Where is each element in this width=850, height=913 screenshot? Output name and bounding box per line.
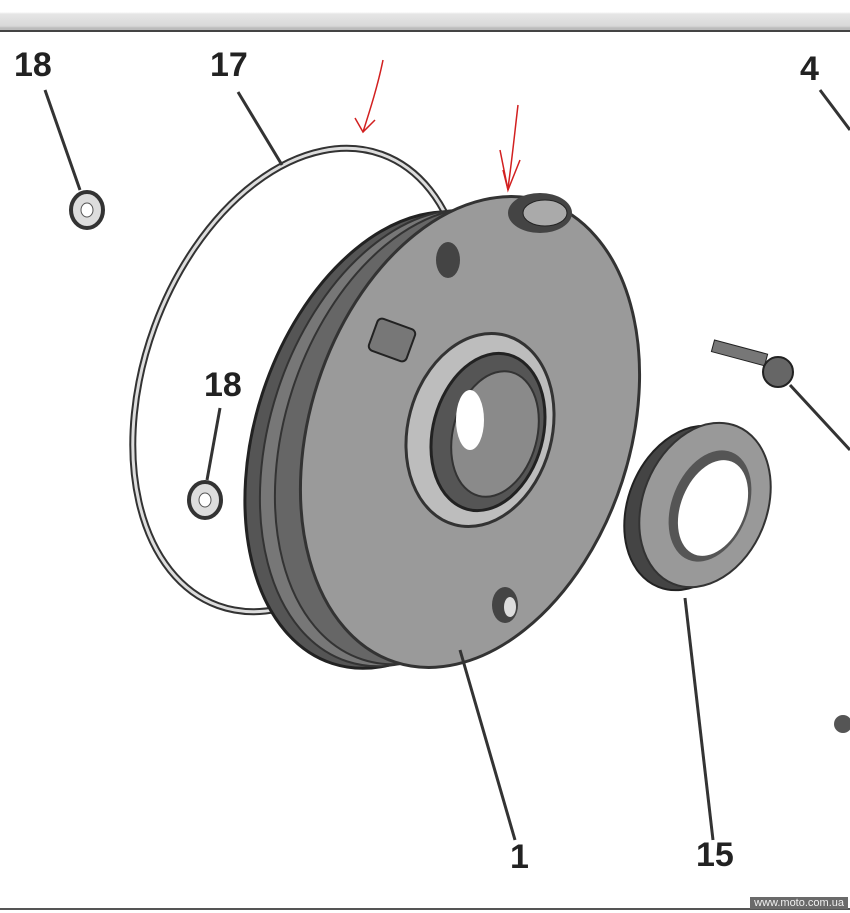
bottom-border — [0, 908, 850, 910]
label-seal: 15 — [696, 836, 734, 874]
label-washer-top: 18 — [14, 46, 52, 84]
annotation-arrows — [354, 59, 521, 193]
flange-body — [243, 193, 642, 670]
watermark: www.moto.com.ua — [750, 897, 848, 909]
scan-top-band — [0, 0, 850, 30]
washer-mid — [187, 480, 223, 520]
washer-top — [69, 190, 105, 230]
bolt — [710, 339, 794, 388]
leader-lines — [43, 89, 850, 841]
label-part-4: 4 — [800, 50, 819, 88]
top-border — [0, 30, 850, 32]
part-fragment — [834, 715, 850, 733]
label-gasket: 17 — [210, 46, 248, 84]
label-washer-mid: 18 — [204, 366, 242, 404]
oil-seal — [623, 421, 772, 592]
label-flange: 1 — [510, 838, 529, 876]
